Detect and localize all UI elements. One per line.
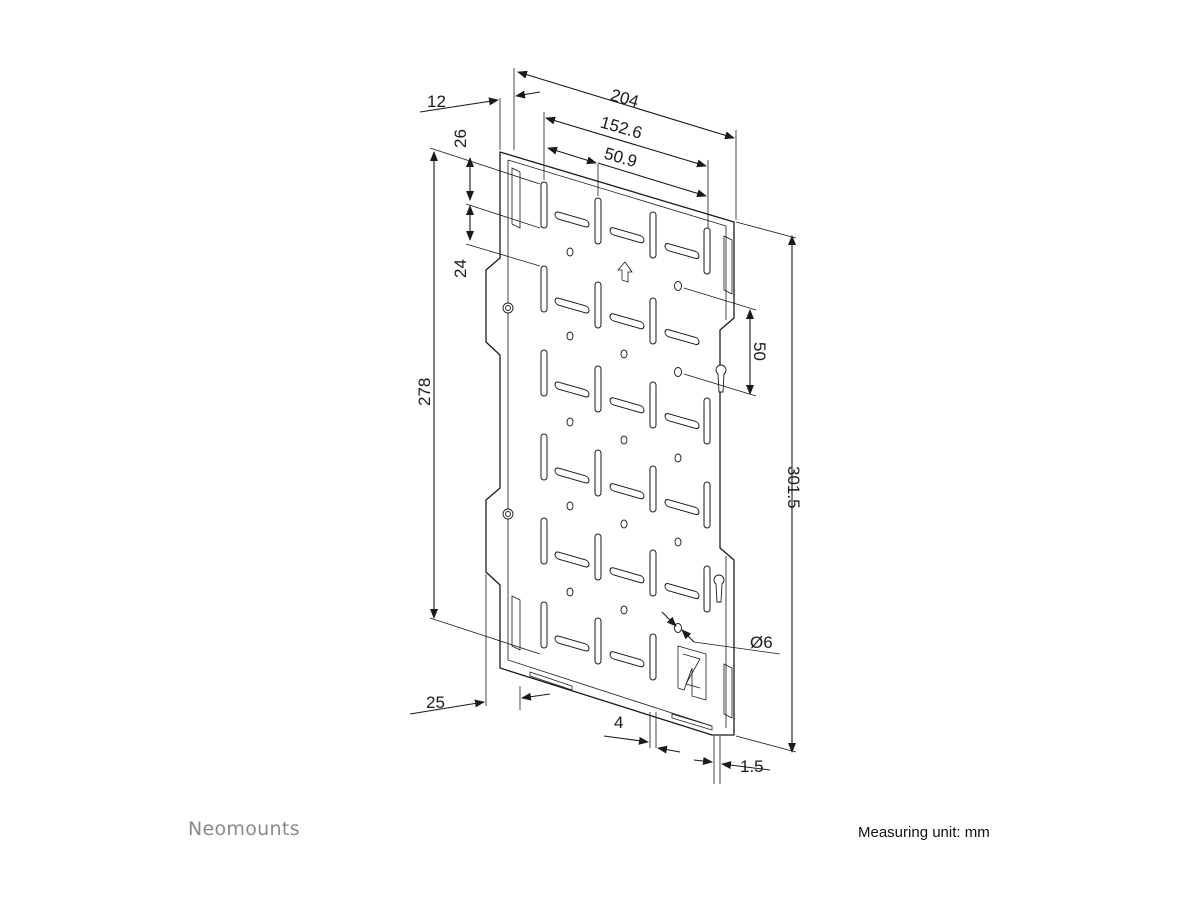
label-height-inner: 278 [415, 378, 434, 406]
dim-top-margin [429, 147, 541, 267]
label-height-total: 301.5 [784, 466, 803, 509]
label-slot-span: 152.6 [598, 113, 644, 143]
label-width-total: 204 [608, 85, 641, 111]
label-thickness: 1.5 [740, 757, 764, 776]
dim-rail-width [603, 712, 681, 754]
label-top-margin: 26 [451, 129, 470, 148]
label-slot-pitch: 50.9 [602, 144, 639, 171]
dim-height-inner [429, 151, 541, 655]
dim-slot-pitch [547, 146, 707, 198]
measuring-unit-note: Measuring unit: mm [858, 824, 990, 841]
label-hole-diameter: Ø6 [750, 633, 773, 652]
mounting-holes [502, 247, 727, 633]
dim-slot-span [543, 112, 709, 228]
vertical-slots [540, 181, 711, 681]
label-rail-width: 4 [614, 713, 623, 732]
dim-height-total [735, 221, 797, 753]
dim-hole-pitch [683, 287, 757, 397]
dim-bottom-offset [409, 574, 551, 715]
label-slot-height: 24 [451, 259, 470, 278]
label-bottom-offset: 25 [426, 693, 445, 712]
brand-logo-text: Neomounts [188, 818, 300, 840]
dim-thickness [693, 736, 771, 784]
label-offset-left: 12 [427, 92, 446, 111]
label-hole-pitch: 50 [750, 342, 769, 361]
up-arrow-icon [617, 261, 633, 283]
mounting-plate [485, 151, 735, 736]
horizontal-slots [554, 211, 700, 668]
dim-offset-left [419, 90, 541, 150]
dim-hole-diameter [661, 611, 781, 655]
neomounts-n-logo [677, 645, 707, 701]
